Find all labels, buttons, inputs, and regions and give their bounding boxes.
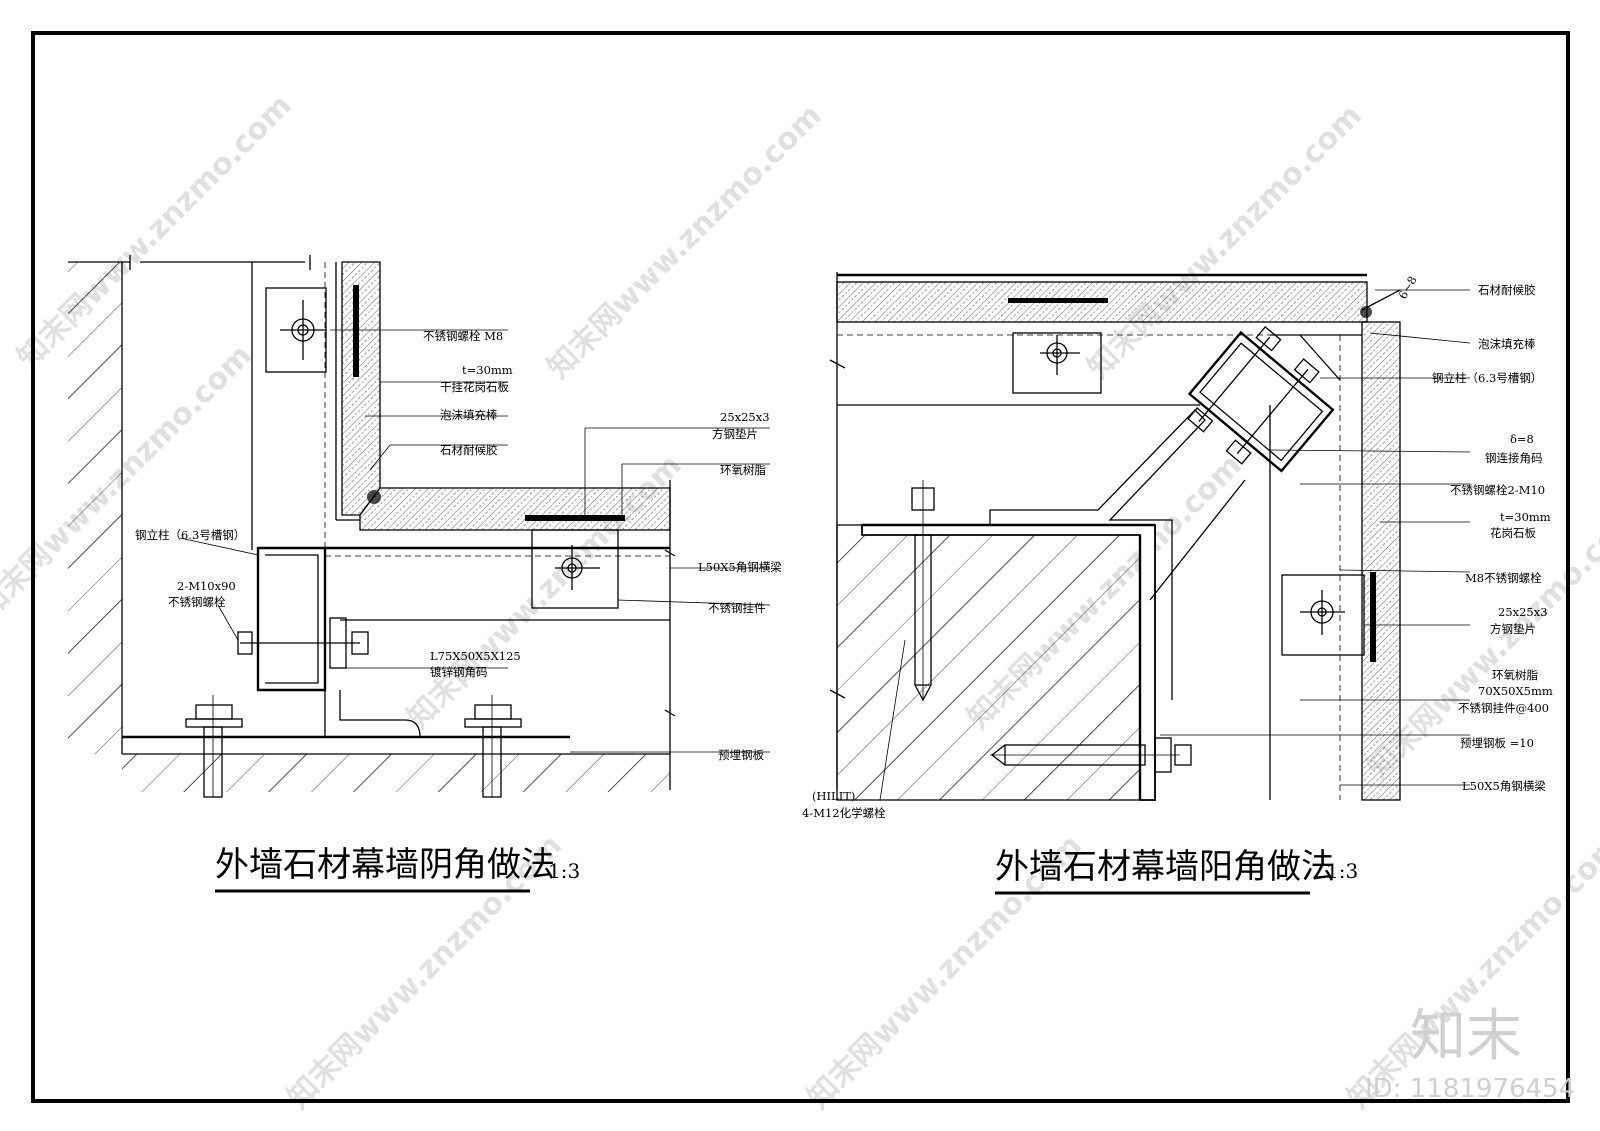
watermark-text: 知末网www.znzmo.com: [11, 88, 299, 376]
label-angle-size: L75X50X5X125: [430, 649, 521, 663]
label-square-pad: 方钢垫片: [712, 427, 758, 441]
watermark-text: 知末网www.znzmo.com: [541, 98, 829, 386]
label-r-epoxy: 环氧树脂: [1492, 668, 1538, 682]
left-detail-scale: 1:3: [548, 859, 580, 883]
label-epoxy: 环氧树脂: [720, 463, 766, 477]
left-detail-drawing: 不锈钢螺栓 M8 t=30mm 干挂花岗石板 泡沫填充棒 石材耐候胶 25x25…: [68, 255, 782, 893]
watermark-layer: 知末网www.znzmo.com 知末网www.znzmo.com 知末网www…: [0, 88, 1600, 1116]
label-bolt-m8: 不锈钢螺栓 M8: [423, 329, 503, 343]
right-detail-title: 外墙石材幕墙阳角做法: [995, 847, 1335, 887]
label-r-pendant-size: 70X50X5mm: [1478, 684, 1553, 698]
label-r-anchor: 4-M12化学螺栓: [802, 806, 886, 820]
brand-logo-watermark: 知末: [1410, 1004, 1522, 1069]
label-r-delta: δ=8: [1510, 432, 1534, 446]
label-r-sealant: 石材耐候胶: [1478, 283, 1536, 297]
right-detail-drawing: 石材耐候胶 泡沫填充棒 钢立柱（6.3号槽钢） δ=8 钢连接角码 不锈钢螺栓2…: [802, 272, 1553, 895]
watermark-text: 知末网www.znzmo.com: [1341, 828, 1600, 1116]
label-bolts-name: 不锈钢螺栓: [168, 595, 226, 609]
label-r-m8: M8不锈钢螺栓: [1465, 571, 1542, 585]
label-r-pendant: 不锈钢挂件@400: [1458, 701, 1549, 715]
label-r-corner-code: 钢连接角码: [1485, 451, 1543, 465]
label-r-beam: L50X5角钢横梁: [1462, 779, 1546, 793]
label-r-thickness: t=30mm: [1500, 510, 1551, 524]
sheet-border: [31, 31, 1570, 1103]
id-watermark: ID: 1181976454: [1365, 1074, 1575, 1104]
label-r-embed-plate: 预埋钢板 =10: [1460, 736, 1534, 750]
label-square-pad-size: 25x25x3: [720, 410, 770, 424]
label-angle-name: 镀锌钢角码: [430, 665, 488, 679]
label-r-gap: 6~8: [1395, 273, 1419, 301]
label-granite: 干挂花岗石板: [440, 380, 509, 394]
right-detail-scale: 1:3: [1326, 859, 1358, 883]
label-foam: 泡沫填充棒: [440, 408, 498, 422]
watermark-text: 知末网www.znzmo.com: [1081, 98, 1369, 386]
wall-hatch: [68, 262, 122, 754]
label-r-square-pad: 方钢垫片: [1490, 622, 1536, 636]
label-thickness: t=30mm: [462, 363, 513, 377]
label-sealant: 石材耐候胶: [440, 443, 498, 457]
label-r-foam: 泡沫填充棒: [1478, 337, 1536, 351]
left-detail-title: 外墙石材幕墙阴角做法: [215, 845, 555, 885]
label-r-granite: 花岗石板: [1490, 526, 1536, 540]
label-embed-plate: 预埋钢板: [718, 748, 764, 762]
label-r-square-pad-size: 25x25x3: [1498, 605, 1548, 619]
label-bolts-qty: 2-M10x90: [177, 579, 236, 593]
label-beam: L50X5角钢横梁: [698, 560, 782, 574]
label-r-hilti: (HILIT): [812, 789, 855, 803]
label-pendant: 不锈钢挂件: [708, 601, 766, 615]
label-r-steel-column: 钢立柱（6.3号槽钢）: [1432, 371, 1542, 385]
label-steel-column: 钢立柱（6.3号槽钢）: [135, 528, 245, 542]
label-r-bolts: 不锈钢螺栓2-M10: [1450, 483, 1545, 497]
